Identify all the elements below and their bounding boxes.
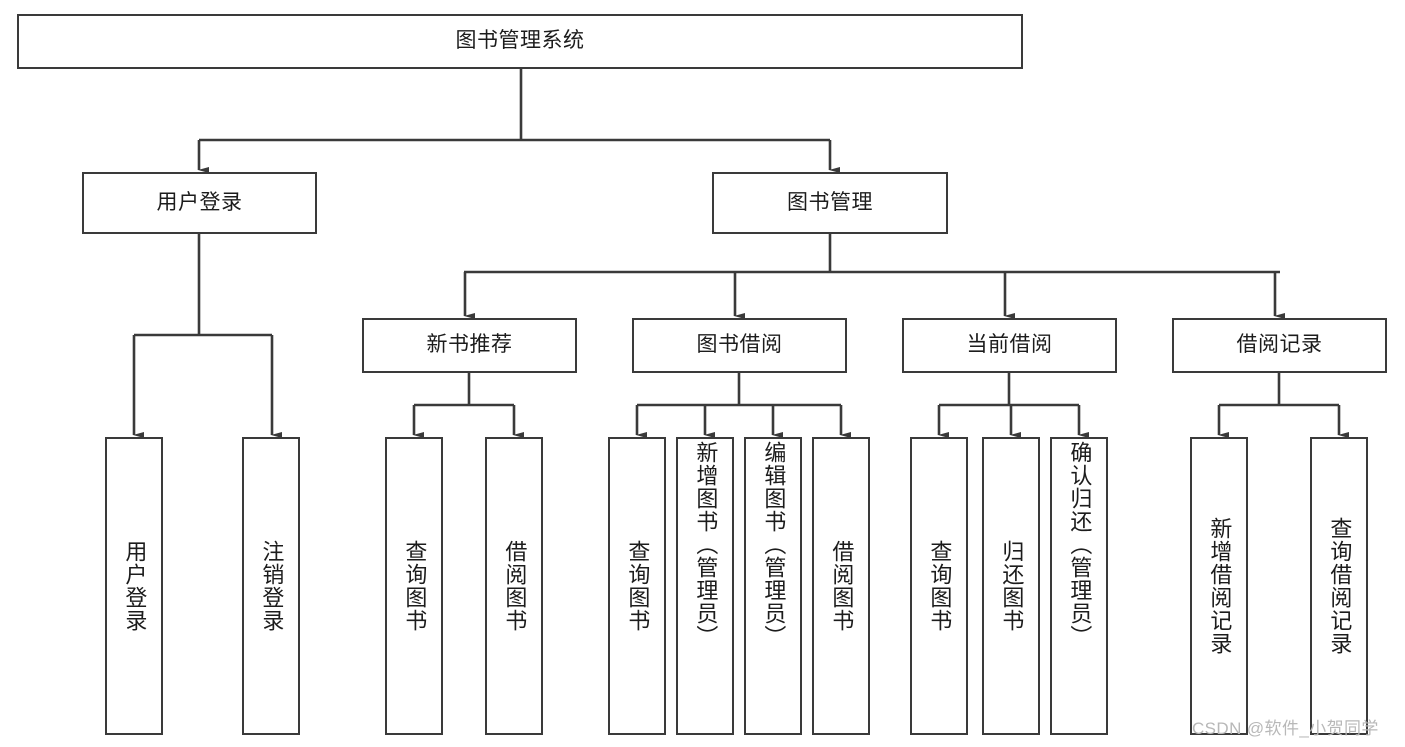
- branch-node[interactable]: 图书管理: [712, 172, 948, 234]
- leaf-node[interactable]: 确认归还（管理员）: [1050, 437, 1108, 735]
- leaf-node-label: 用户登录: [122, 540, 148, 632]
- leaf-node[interactable]: 新增图书（管理员）: [676, 437, 734, 735]
- leaf-node[interactable]: 借阅图书: [812, 437, 870, 735]
- node-label: 图书管理: [787, 190, 873, 214]
- leaf-node-label: 借阅图书: [502, 540, 528, 632]
- leaf-node[interactable]: 新增借阅记录: [1190, 437, 1248, 735]
- watermark-label: CSDN @软件_小贺同学: [1192, 719, 1379, 738]
- branch-node[interactable]: 图书借阅: [632, 318, 847, 373]
- node-label: 用户登录: [156, 190, 243, 214]
- leaf-node[interactable]: 借阅图书: [485, 437, 543, 735]
- root-node[interactable]: 图书管理系统: [17, 14, 1023, 69]
- branch-node[interactable]: 新书推荐: [362, 318, 577, 373]
- branch-node[interactable]: 当前借阅: [902, 318, 1117, 373]
- leaf-node-label: 查询图书: [402, 540, 428, 632]
- leaf-node-label: 查询图书: [927, 540, 953, 632]
- edge-group: [132, 69, 1349, 438]
- leaf-node-label: 注销登录: [259, 540, 285, 632]
- leaf-node-label: 确认归还（管理员）: [1067, 441, 1093, 648]
- leaf-node-label: 查询图书: [625, 540, 651, 632]
- node-label: 图书借阅: [696, 333, 783, 357]
- branch-node[interactable]: 用户登录: [82, 172, 317, 234]
- leaf-node[interactable]: 编辑图书（管理员）: [744, 437, 802, 735]
- leaf-node-label: 借阅图书: [829, 540, 855, 632]
- leaf-node-label: 编辑图书（管理员）: [761, 441, 787, 648]
- leaf-node[interactable]: 查询图书: [385, 437, 443, 735]
- leaf-node-label: 查询借阅记录: [1327, 517, 1353, 655]
- leaf-node[interactable]: 归还图书: [982, 437, 1040, 735]
- leaf-node[interactable]: 查询图书: [608, 437, 666, 735]
- node-label: 图书管理系统: [455, 29, 585, 53]
- node-label: 借阅记录: [1236, 333, 1323, 357]
- leaf-node[interactable]: 注销登录: [242, 437, 300, 735]
- node-label: 当前借阅: [966, 333, 1053, 357]
- leaf-node-label: 归还图书: [999, 540, 1025, 632]
- leaf-node-label: 新增借阅记录: [1207, 517, 1233, 655]
- leaf-node[interactable]: 查询借阅记录: [1310, 437, 1368, 735]
- branch-node[interactable]: 借阅记录: [1172, 318, 1387, 373]
- node-label: 新书推荐: [426, 333, 513, 357]
- leaf-node-label: 新增图书（管理员）: [693, 441, 719, 648]
- leaf-node[interactable]: 用户登录: [105, 437, 163, 735]
- leaf-node[interactable]: 查询图书: [910, 437, 968, 735]
